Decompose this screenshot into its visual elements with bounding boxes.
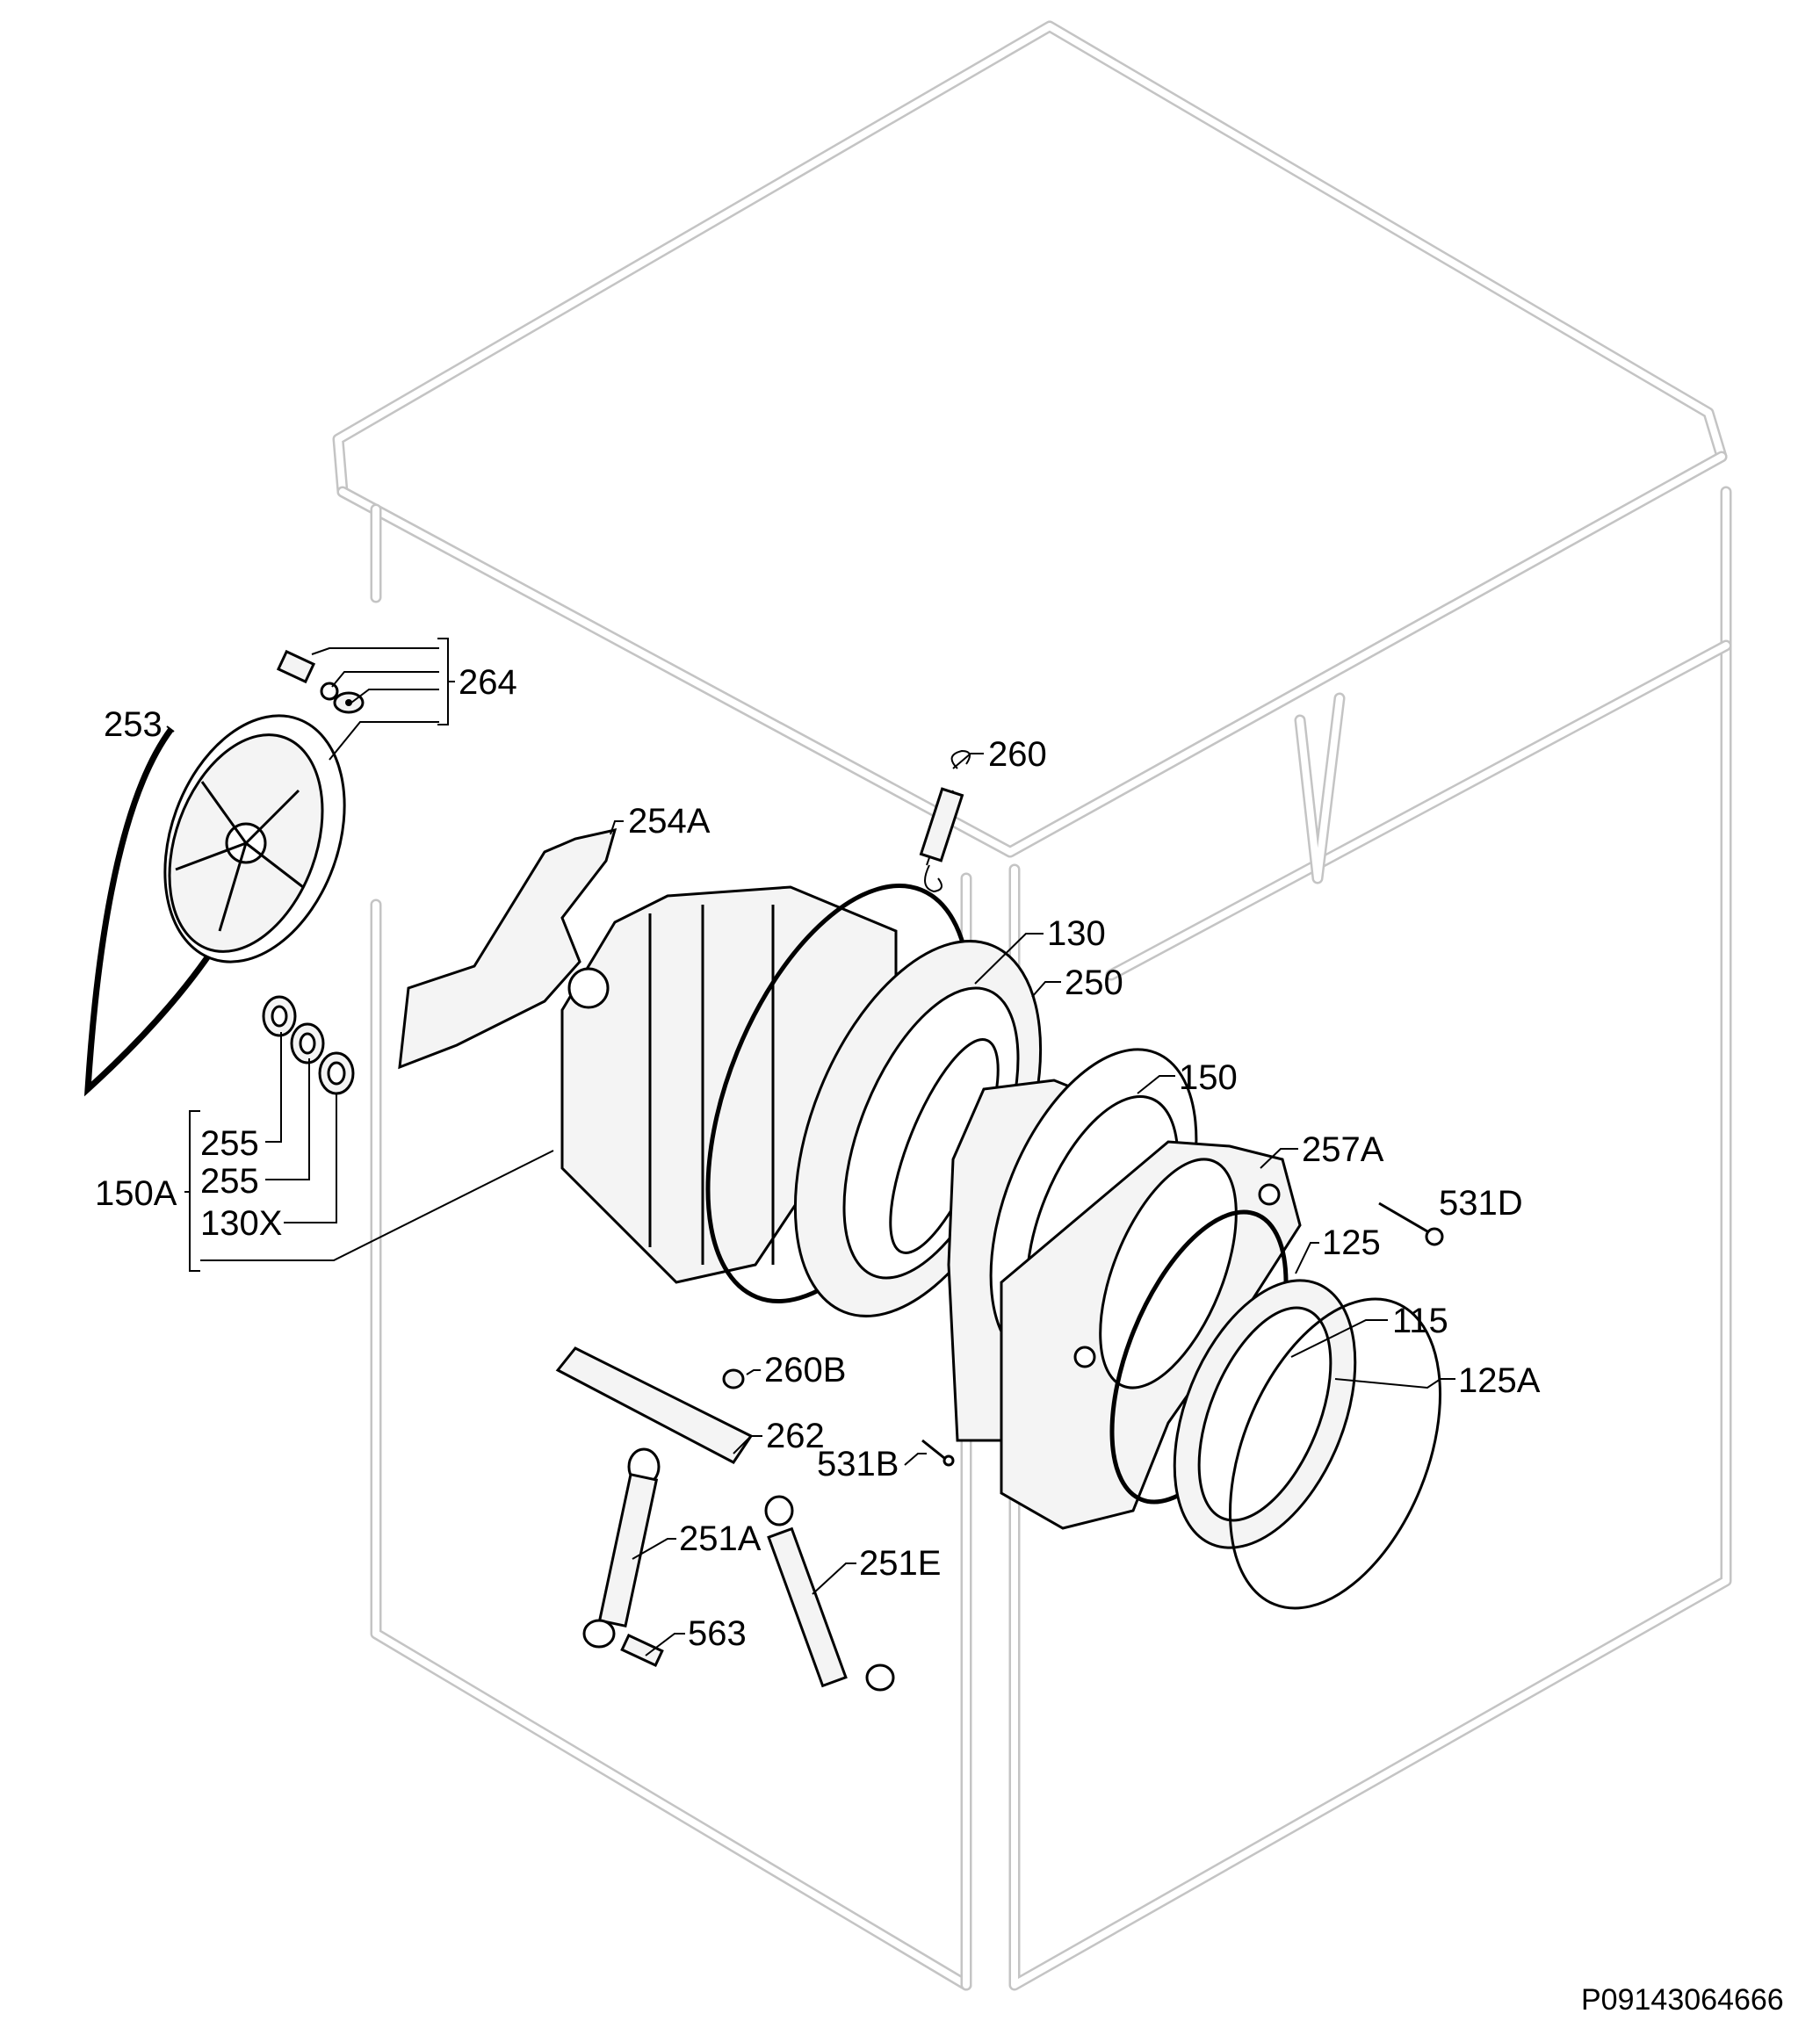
shock-absorber-251e xyxy=(764,1495,895,1692)
rear-tub-with-spider xyxy=(398,827,898,1284)
label-262: 262 xyxy=(766,1417,825,1455)
label-253: 253 xyxy=(104,705,162,744)
bearings-and-seal xyxy=(262,995,355,1095)
seal-clamp-ring xyxy=(1228,1297,1442,1610)
label-260: 260 xyxy=(988,735,1047,774)
drive-belt xyxy=(83,726,236,1097)
shock-absorber-251a xyxy=(582,1447,661,1649)
drum-pulley xyxy=(163,714,346,963)
label-250: 250 xyxy=(1065,963,1123,1002)
bracket-262 xyxy=(555,1346,754,1464)
callout-labels: 264 253 260 254A 130 250 150 257A 531D 1… xyxy=(95,663,1784,2017)
label-115: 115 xyxy=(1392,1302,1448,1340)
label-130: 130 xyxy=(1047,914,1106,953)
suspension-spring xyxy=(919,749,971,893)
label-260b: 260B xyxy=(764,1351,846,1389)
label-251a: 251A xyxy=(679,1519,762,1558)
leader-lines xyxy=(166,638,1455,1656)
label-125a: 125A xyxy=(1458,1361,1541,1400)
label-254a: 254A xyxy=(628,802,711,841)
label-255-second: 255 xyxy=(200,1162,259,1201)
label-125: 125 xyxy=(1322,1223,1381,1262)
label-251e: 251E xyxy=(859,1544,941,1583)
label-531d: 531D xyxy=(1439,1184,1523,1223)
screw-531b xyxy=(921,1439,955,1467)
bolt-563 xyxy=(620,1633,664,1668)
label-255-first: 255 xyxy=(200,1124,259,1163)
label-531b: 531B xyxy=(817,1445,899,1483)
screw-531d xyxy=(1378,1202,1444,1246)
label-130x: 130X xyxy=(200,1204,282,1243)
pulley-screw-set xyxy=(276,649,365,714)
label-150: 150 xyxy=(1179,1058,1238,1097)
clip-260b xyxy=(722,1368,745,1389)
figure-code: P09143064666 xyxy=(1581,1983,1784,2017)
label-264: 264 xyxy=(459,663,517,702)
label-563: 563 xyxy=(688,1614,747,1653)
label-257a: 257A xyxy=(1302,1130,1384,1169)
label-150a: 150A xyxy=(95,1174,177,1213)
